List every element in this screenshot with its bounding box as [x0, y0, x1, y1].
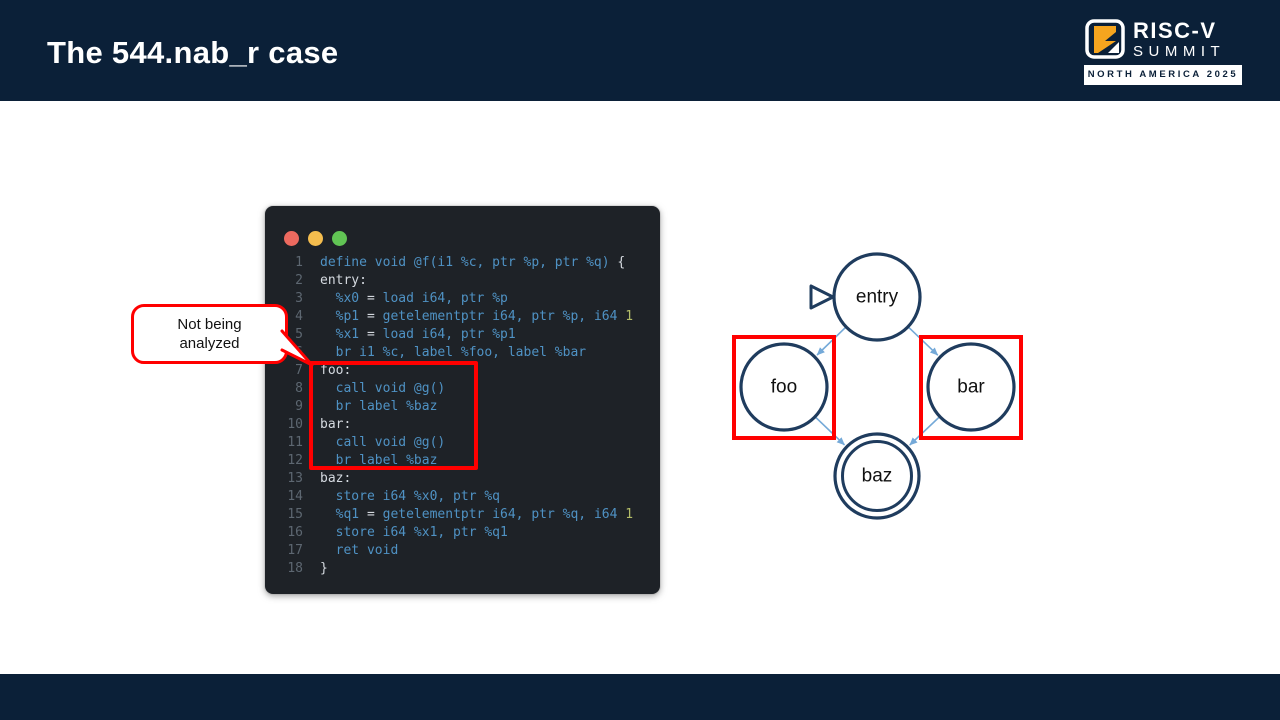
- line-number: 15: [287, 507, 303, 522]
- cfg-node-label-baz: baz: [862, 466, 893, 487]
- cfg-node-label-foo: foo: [771, 377, 797, 398]
- logo-summit-text: SUMMIT: [1133, 43, 1226, 60]
- cfg-node-label-bar: bar: [957, 377, 985, 398]
- line-number: 1: [295, 255, 303, 270]
- code-listing: 1 define void @f(i1 %c, ptr %p, ptr %q) {…: [265, 254, 660, 578]
- code-text: baz:: [320, 471, 352, 486]
- code-editor-window: 1 define void @f(i1 %c, ptr %p, ptr %q) {…: [265, 206, 660, 594]
- code-line: 1 define void @f(i1 %c, ptr %p, ptr %q) {: [265, 254, 660, 272]
- line-number: 4: [295, 309, 303, 324]
- code-text: br label %baz: [320, 399, 438, 414]
- cfg-highlight-box-bar: [919, 335, 1023, 440]
- callout-tail: [280, 329, 314, 367]
- line-number: 5: [295, 327, 303, 342]
- code-line: 11 call void @g(): [265, 434, 660, 452]
- line-number: 17: [287, 543, 303, 558]
- code-line: 10 bar:: [265, 416, 660, 434]
- code-line: 9 br label %baz: [265, 398, 660, 416]
- cfg-node-bar: [926, 342, 1016, 432]
- cfg-edge-bar-baz: [909, 416, 940, 446]
- line-number: 2: [295, 273, 303, 288]
- line-number: 13: [287, 471, 303, 486]
- code-text: %x1 = load i64, ptr %p1: [320, 327, 516, 342]
- line-number: 14: [287, 489, 303, 504]
- riscv-summit-logo: RISC-V SUMMIT NORTH AMERICA 2025: [1084, 18, 1242, 85]
- code-line: 2 entry:: [265, 272, 660, 290]
- line-number: 12: [287, 453, 303, 468]
- window-close-button: [284, 231, 299, 246]
- logo-banner-text: NORTH AMERICA 2025: [1084, 65, 1242, 85]
- footer-bar: [0, 674, 1280, 720]
- code-text: bar:: [320, 417, 352, 432]
- code-text: %x0 = load i64, ptr %p: [320, 291, 508, 306]
- code-text: store i64 %x0, ptr %q: [320, 489, 501, 504]
- line-number: 18: [287, 561, 303, 576]
- code-line: 3 %x0 = load i64, ptr %p: [265, 290, 660, 308]
- code-highlight-box: [309, 361, 478, 470]
- line-number: 7: [295, 363, 303, 378]
- window-minimize-button: [308, 231, 323, 246]
- code-text: ret void: [320, 543, 399, 558]
- code-line: 13 baz:: [265, 470, 660, 488]
- line-number: 16: [287, 525, 303, 540]
- cfg-node-baz: [833, 432, 921, 520]
- callout-text: Not being analyzed: [177, 316, 242, 352]
- line-number: 3: [295, 291, 303, 306]
- slide-title: The 544.nab_r case: [47, 35, 339, 70]
- code-text: }: [320, 561, 328, 576]
- code-line: 12 br label %baz: [265, 452, 660, 470]
- riscv-logo-icon: [1085, 19, 1125, 59]
- code-text: call void @g(): [320, 381, 446, 396]
- code-text: br i1 %c, label %foo, label %bar: [320, 345, 587, 360]
- code-line: 5 %x1 = load i64, ptr %p1: [265, 326, 660, 344]
- code-text: entry:: [320, 273, 367, 288]
- code-line: 6 br i1 %c, label %foo, label %bar: [265, 344, 660, 362]
- code-line: 8 call void @g(): [265, 380, 660, 398]
- code-text: call void @g(): [320, 435, 446, 450]
- cfg-graph: entry foo bar baz: [732, 252, 1023, 520]
- logo-brand-text: RISC-V: [1133, 18, 1217, 43]
- code-line: 14 store i64 %x0, ptr %q: [265, 488, 660, 506]
- cfg-highlight-box-foo: [732, 335, 836, 440]
- code-line: 16 store i64 %x1, ptr %q1: [265, 524, 660, 542]
- cfg-node-baz-inner-ring: [841, 440, 913, 512]
- window-traffic-lights: [284, 231, 347, 246]
- code-line: 4 %p1 = getelementptr i64, ptr %p, i64 1: [265, 308, 660, 326]
- header-bar: The 544.nab_r case RISC-V SUMMIT NORTH A…: [0, 0, 1280, 101]
- callout-bubble: Not being analyzed: [131, 304, 288, 364]
- code-text: store i64 %x1, ptr %q1: [320, 525, 508, 540]
- code-text: foo:: [320, 363, 352, 378]
- cfg-edge-entry-foo: [816, 327, 846, 356]
- cfg-start-marker: [809, 284, 835, 310]
- line-number: 11: [287, 435, 303, 450]
- cfg-node-foo: [739, 342, 829, 432]
- code-line: 17 ret void: [265, 542, 660, 560]
- code-text: define void @f(i1 %c, ptr %p, ptr %q) {: [320, 255, 626, 270]
- window-zoom-button: [332, 231, 347, 246]
- cfg-edge-entry-bar: [908, 326, 939, 356]
- code-text: %p1 = getelementptr i64, ptr %p, i64 1: [320, 309, 634, 324]
- line-number: 9: [295, 399, 303, 414]
- code-text: %q1 = getelementptr i64, ptr %q, i64 1: [320, 507, 634, 522]
- line-number: 8: [295, 381, 303, 396]
- code-text: br label %baz: [320, 453, 438, 468]
- code-line: 15 %q1 = getelementptr i64, ptr %q, i64 …: [265, 506, 660, 524]
- line-number: 10: [287, 417, 303, 432]
- cfg-node-label-entry: entry: [856, 287, 899, 308]
- code-line: 18}: [265, 560, 660, 578]
- code-line: 7 foo:: [265, 362, 660, 380]
- cfg-edge-foo-baz: [815, 416, 846, 446]
